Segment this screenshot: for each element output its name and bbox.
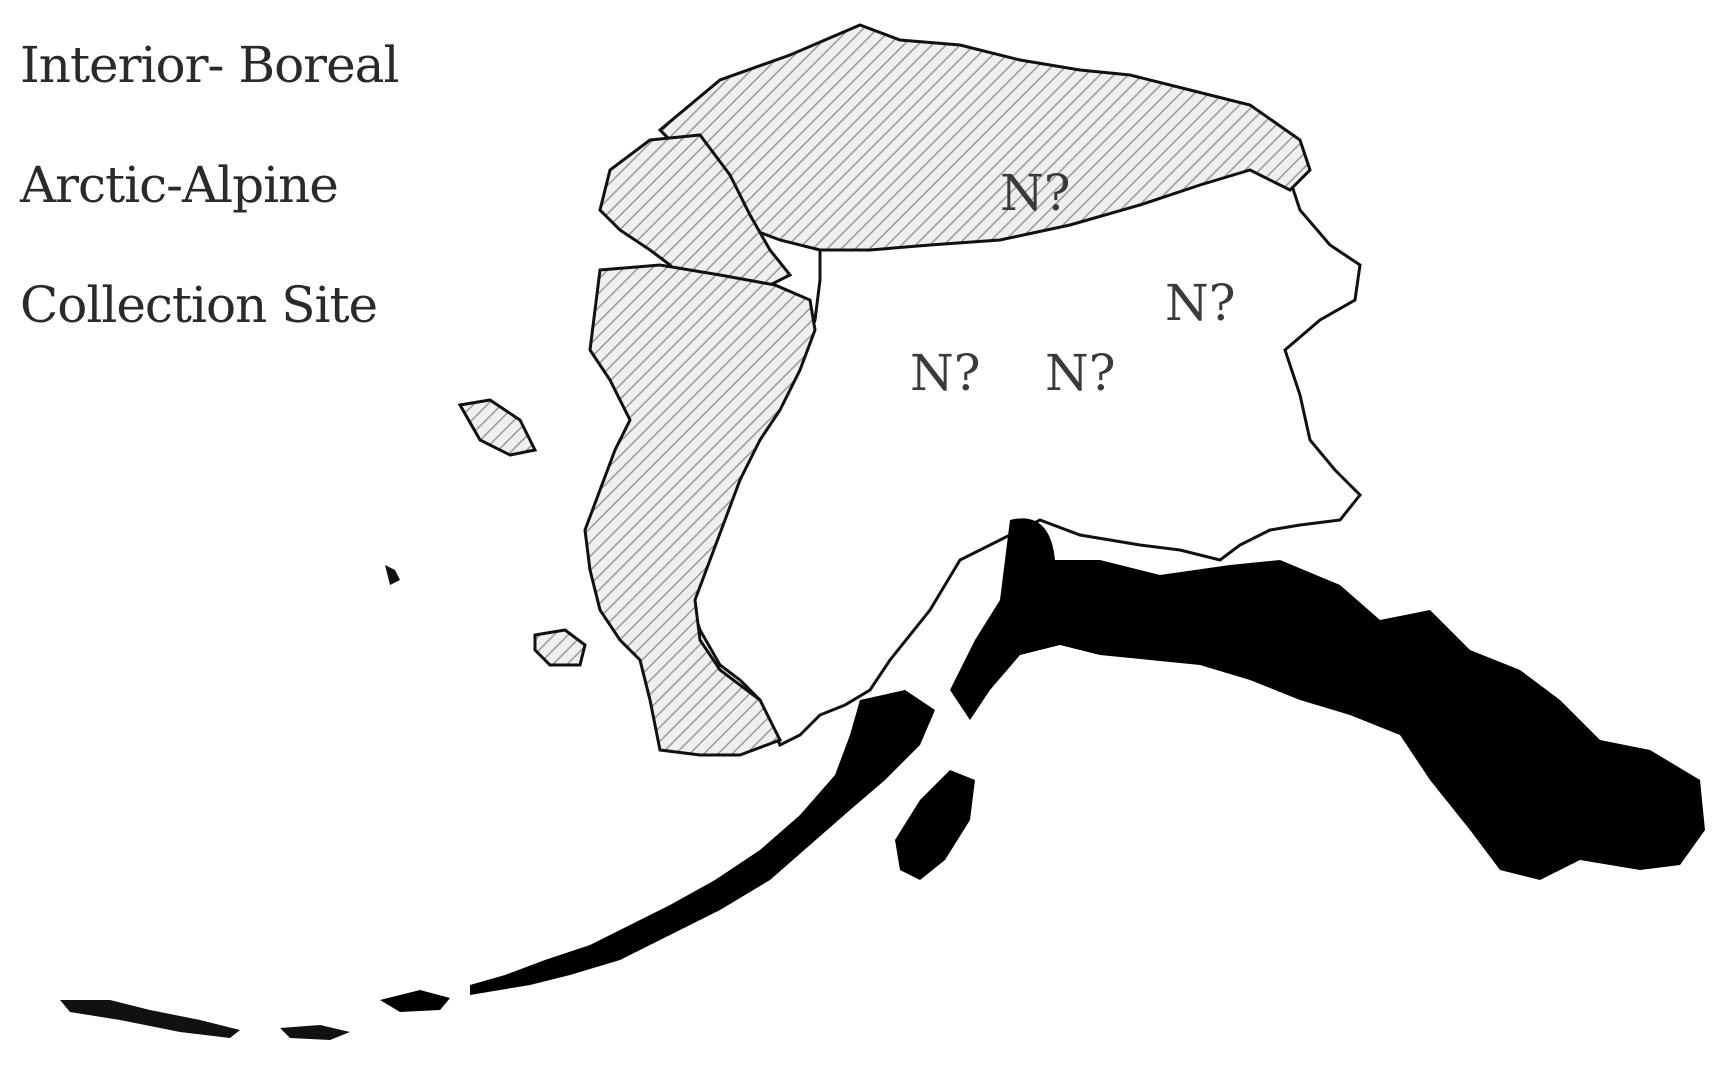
legend-item-arctic-alpine: Arctic-Alpine — [20, 156, 339, 214]
island-small — [385, 565, 400, 585]
aleutian-islands-west — [60, 1000, 240, 1038]
island-st-lawrence — [457, 398, 538, 457]
legend: Interior- Boreal Arctic-Alpine Collectio… — [20, 40, 440, 400]
region-label-brooks: N? — [1000, 164, 1071, 222]
legend-item-collection-site: Collection Site — [20, 276, 378, 334]
coastal-region-peninsula — [470, 690, 935, 995]
island-nunivak — [533, 628, 587, 667]
aleutian-islands-mid — [280, 1025, 350, 1040]
region-label-interior-central: N? — [1045, 344, 1116, 402]
coastal-region-kodiak — [895, 770, 975, 880]
region-label-east: N? — [1165, 274, 1236, 332]
hatched-region-west — [583, 263, 817, 757]
coastal-region-gulf — [950, 518, 1705, 880]
aleutian-islands — [380, 990, 450, 1012]
region-label-interior-west: N? — [910, 344, 981, 402]
legend-item-interior-boreal: Interior- Boreal — [20, 36, 399, 94]
